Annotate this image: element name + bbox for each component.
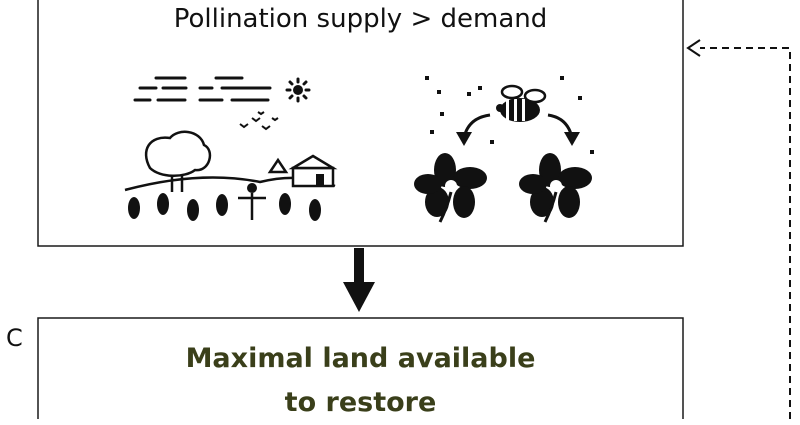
bottom-box-title: Maximal land available to restore (38, 337, 683, 425)
bottom-box-line1: Maximal land available (185, 343, 536, 374)
down-arrow (343, 248, 375, 312)
bottom-box (37, 317, 684, 419)
clouds-sun-icon (133, 76, 311, 103)
panel-label: C (6, 324, 23, 352)
sun-icon (285, 77, 311, 103)
birds-icon (239, 111, 279, 131)
top-box-title: Pollination supply > demand (173, 4, 548, 34)
feedback-dashed-arrow (686, 39, 791, 419)
farm-landscape-icon (124, 130, 338, 221)
flower-icon-left (414, 153, 487, 223)
bottom-box-line2: to restore (284, 387, 437, 418)
bee-flowers-icon (414, 76, 594, 223)
flower-icon-right (519, 153, 592, 223)
